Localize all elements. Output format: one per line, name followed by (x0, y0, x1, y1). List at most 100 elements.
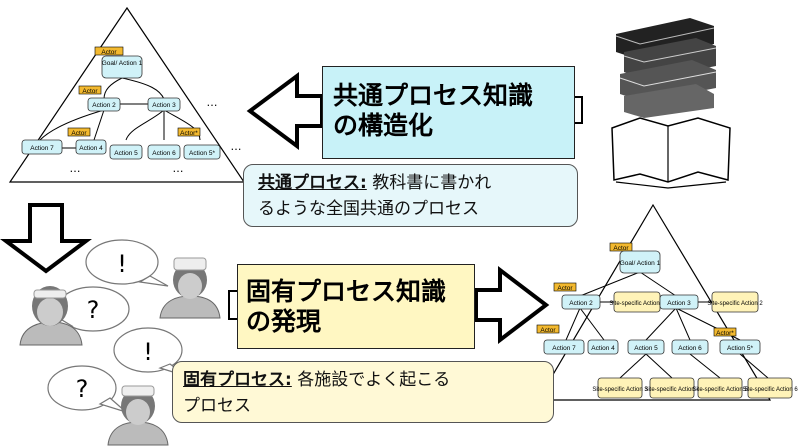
node-label: Site-specific Action 1 (609, 301, 665, 307)
arrow-down-icon (0, 203, 92, 274)
ellipsis: … (231, 140, 242, 153)
question-mark: ? (76, 375, 89, 403)
actor-tag (67, 127, 91, 137)
node-site-specific-5 (697, 377, 743, 399)
node-action-5 (109, 144, 143, 160)
node-action-4 (75, 139, 107, 155)
node-action-3 (659, 294, 699, 310)
node-label: Action 6 (152, 150, 176, 157)
node-action-4 (587, 339, 619, 355)
ellipsis: … (173, 162, 184, 175)
caption-line1: 共通プロセス: 教科書に書かれ (258, 171, 491, 195)
node-label: Action 7 (30, 145, 54, 152)
bracket-connector (575, 96, 583, 124)
callout-title-line2: の発現 (246, 307, 322, 336)
node-action-7 (543, 339, 585, 355)
callout-title-line1: 共通プロセス知識 (333, 81, 534, 110)
node-label: Site-specific Action 5 (692, 387, 748, 393)
ellipsis: … (207, 96, 218, 109)
node-action-5-star (719, 339, 761, 355)
callout-title-line1: 固有プロセス知識 (246, 277, 447, 306)
specific-process-pyramid: Actor Actor Actor Actor* Goal/ Action 1 … (536, 203, 798, 401)
actor-tag-label: Actor (540, 327, 556, 334)
node-label: Action 5* (727, 345, 753, 352)
node-label: Site-specific Action 2 (707, 301, 763, 307)
node-label: Action 7 (552, 345, 576, 352)
node-label: Action 3 (152, 102, 176, 109)
callout-title-line2: の構造化 (333, 111, 434, 140)
actor-tag-label: Actor* (180, 130, 198, 137)
caption-text: 教科書に書かれ (366, 173, 492, 193)
node-action-5 (627, 339, 665, 355)
exclamation-mark: ! (117, 250, 127, 278)
doctor-avatar-icon (19, 286, 83, 346)
actor-tag (78, 85, 102, 95)
caption-line2: るような全国共通のプロセス (258, 199, 479, 219)
node-label: Site-specific Action 6 (742, 387, 798, 393)
node-goal (619, 250, 661, 274)
actor-tag-label: Actor* (716, 330, 734, 337)
actor-tag-label: Actor (613, 245, 629, 252)
actor-tag (609, 242, 633, 252)
specific-process-caption: 固有プロセス: 各施設でよく起こる プロセス (172, 361, 554, 423)
arrow-right-icon (474, 265, 550, 345)
pyramid-connectors (565, 271, 769, 379)
node-action-2 (561, 294, 601, 310)
question-mark: ? (87, 296, 100, 324)
pyramid-connectors (39, 77, 201, 149)
node-site-specific-6 (747, 377, 793, 399)
common-process-pyramid: Actor Actor Actor Actor* Goal/ Action 1 … (8, 6, 246, 183)
node-goal (101, 55, 143, 79)
node-label: Action 5 (634, 345, 658, 352)
node-label: Action 6 (678, 345, 702, 352)
node-action-2 (87, 97, 121, 112)
node-label: Action 3 (667, 300, 691, 307)
actor-tag-label: Actor (82, 88, 98, 95)
common-process-caption: 共通プロセス: 教科書に書かれ るような全国共通のプロセス (243, 164, 578, 227)
doctor-avatar-icon (159, 257, 221, 319)
node-site-specific-3 (597, 377, 643, 399)
bracket-connector (228, 290, 237, 320)
pyramid-outline (8, 6, 246, 183)
node-action-5-star (183, 144, 221, 160)
actor-tag-label: Actor (71, 130, 87, 137)
actor-tag (536, 324, 560, 334)
common-knowledge-callout: 共通プロセス知識 の構造化 (322, 66, 575, 159)
exclamation-mark: ! (143, 338, 153, 366)
node-site-specific-4 (649, 377, 695, 399)
actor-tag (177, 127, 201, 137)
node-label: Action 5 (114, 150, 138, 157)
node-label: Site-specific Action 3 (592, 387, 648, 393)
node-action-3 (147, 97, 181, 112)
stacked-books-icon (615, 18, 717, 118)
node-label: Action 5* (189, 150, 215, 157)
ellipsis: … (70, 162, 81, 175)
specific-knowledge-callout: 固有プロセス知識 の発現 (237, 264, 475, 349)
node-label: Action 4 (591, 345, 615, 352)
caption-line2: プロセス (183, 396, 251, 416)
node-label: Goal/ Action 1 (102, 60, 143, 67)
arrow-left-icon (246, 72, 324, 150)
caption-term: 共通プロセス: (258, 173, 367, 193)
actor-tag (553, 282, 577, 292)
node-label: Action 2 (569, 300, 593, 307)
node-action-6 (671, 339, 709, 355)
actor-tag (94, 46, 124, 56)
open-book-icon (611, 117, 731, 189)
node-action-7 (21, 139, 63, 155)
node-action-6 (147, 144, 181, 160)
node-label: Action 4 (79, 145, 103, 152)
caption-text: 各施設でよく起こる (291, 370, 451, 390)
caption-term: 固有プロセス: (183, 370, 292, 390)
actor-tag-label: Actor (557, 285, 573, 292)
node-site-specific-2 (711, 291, 759, 313)
caption-line1: 固有プロセス: 各施設でよく起こる (183, 368, 450, 392)
node-label: Site-specific Action 4 (644, 387, 700, 393)
actor-tag-label: Actor (101, 49, 117, 56)
actor-tag (713, 327, 737, 337)
node-label: Action 2 (92, 102, 116, 109)
node-label: Goal/ Action 1 (620, 260, 661, 267)
doctor-avatar-icon (107, 385, 169, 446)
speech-bubbles (43, 239, 187, 413)
